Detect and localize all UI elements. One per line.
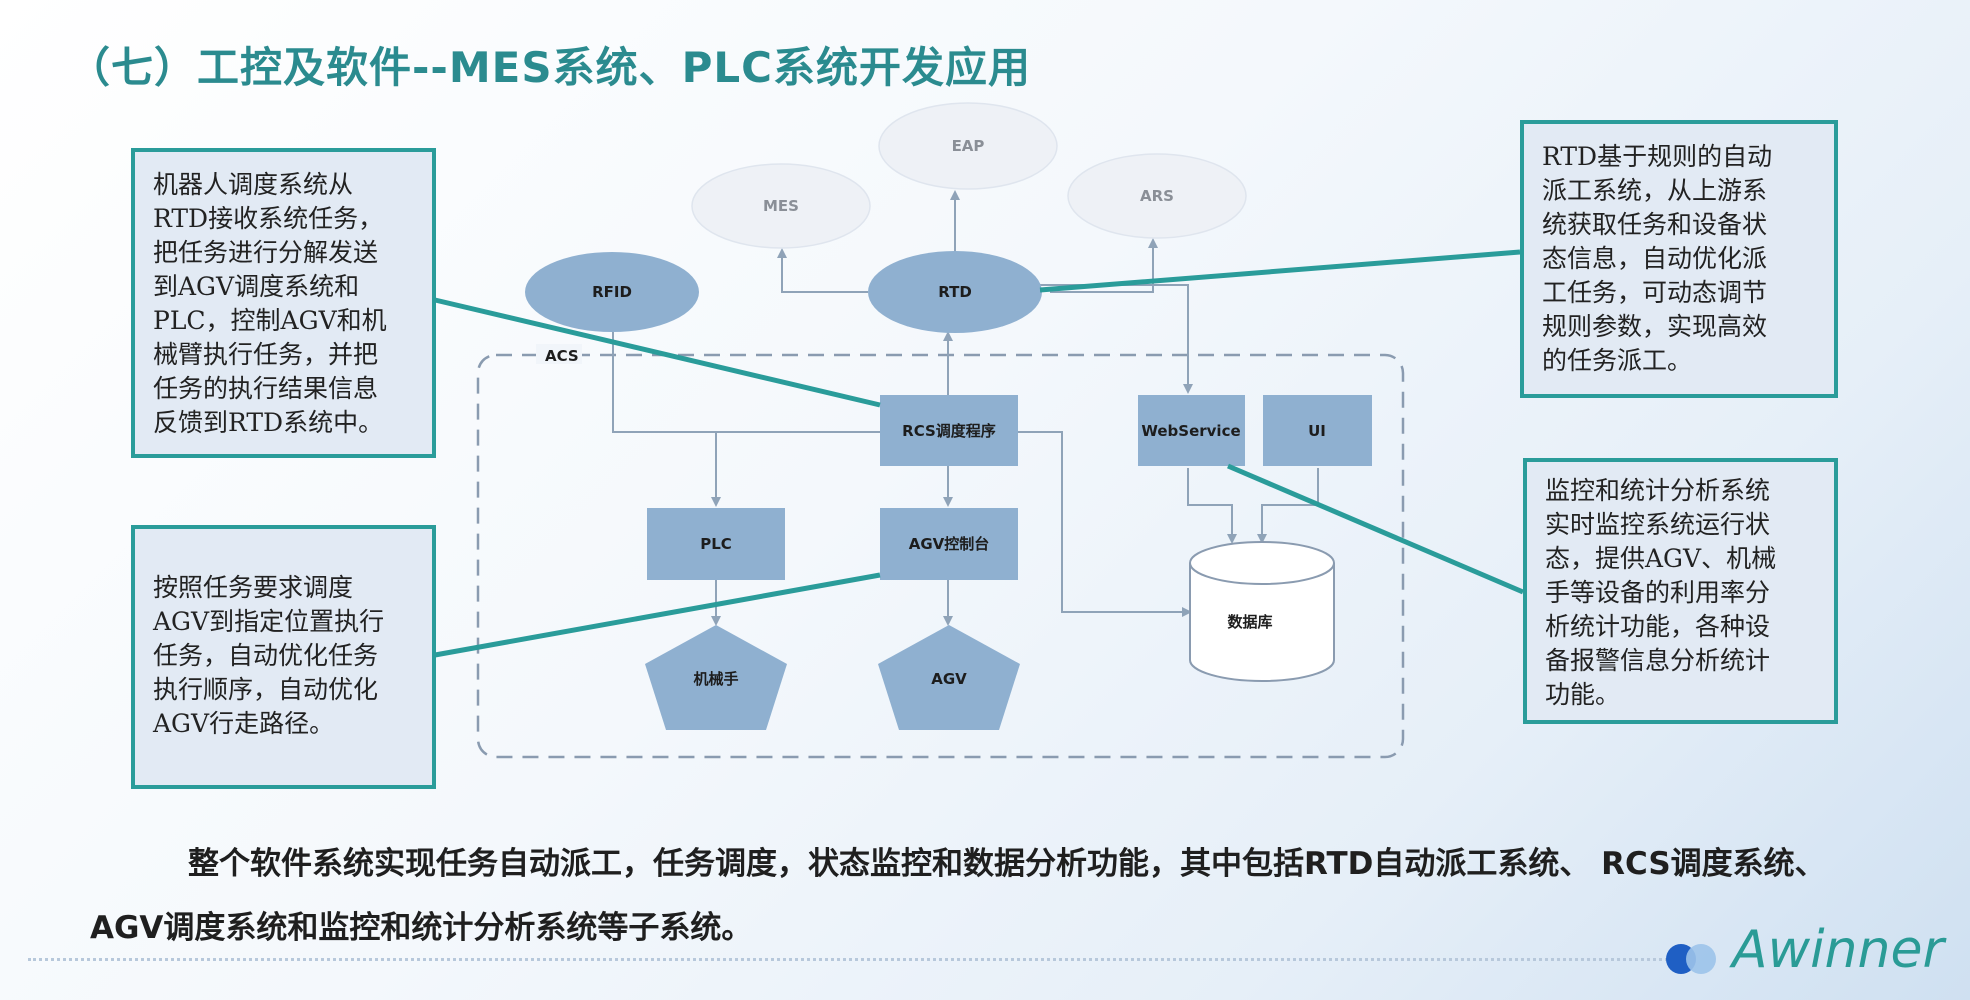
eap-label: EAP [952, 137, 985, 155]
rcs-label: RCS调度程序 [902, 422, 996, 440]
robot-arm-label: 机械手 [693, 670, 738, 688]
company-logo: Awinner [1732, 920, 1944, 980]
rfid-node [525, 252, 699, 332]
page-title: （七）工控及软件--MES系统、PLC系统开发应用 [68, 43, 1031, 92]
agv-label: AGV [931, 670, 967, 688]
robot-arm-node [645, 625, 787, 730]
acs-label: ACS [545, 347, 579, 365]
mes-node [691, 163, 871, 249]
database-node [1189, 541, 1335, 682]
callout-monitoring-analysis: 监控和统计分析系统 实时监控系统运行状 态，提供AGV、机械 手等设备的利用率分… [1523, 458, 1838, 724]
callout-agv-scheduling: 按照任务要求调度 AGV到指定位置执行 任务，自动优化任务 执行顺序，自动优化 … [131, 525, 436, 789]
ars-label: ARS [1140, 187, 1174, 205]
ars-node [1067, 153, 1247, 239]
plc-node [647, 508, 785, 580]
logo-mark-secondary-icon [1686, 944, 1716, 974]
footer-divider [28, 958, 1668, 961]
rtd-label: RTD [938, 283, 972, 301]
webservice-label: WebService [1141, 422, 1240, 440]
agv-console-label: AGV控制台 [909, 535, 990, 553]
summary-text: 整个软件系统实现任务自动派工，任务调度，状态监控和数据分析功能，其中包括RTD自… [90, 846, 1826, 946]
rtd-node [868, 251, 1042, 333]
mes-label: MES [763, 197, 799, 215]
agv-console-node [880, 508, 1018, 580]
ui-node [1263, 395, 1372, 466]
diagram-edges [612, 190, 1319, 626]
acs-boundary [476, 353, 1405, 759]
database-label: 数据库 [1227, 613, 1272, 631]
ui-label: UI [1308, 422, 1326, 440]
rfid-label: RFID [592, 283, 632, 301]
rcs-node [880, 395, 1018, 466]
agv-node [878, 625, 1020, 730]
plc-label: PLC [700, 535, 732, 553]
callout-robot-scheduling: 机器人调度系统从 RTD接收系统任务， 把任务进行分解发送 到AGV调度系统和 … [131, 148, 436, 458]
eap-node [878, 102, 1058, 190]
callout-rtd-dispatch: RTD基于规则的自动 派工系统，从上游系 统获取任务和设备状 态信息，自动优化派… [1520, 120, 1838, 398]
webservice-node [1138, 395, 1245, 466]
callout-connectors [434, 249, 1524, 658]
